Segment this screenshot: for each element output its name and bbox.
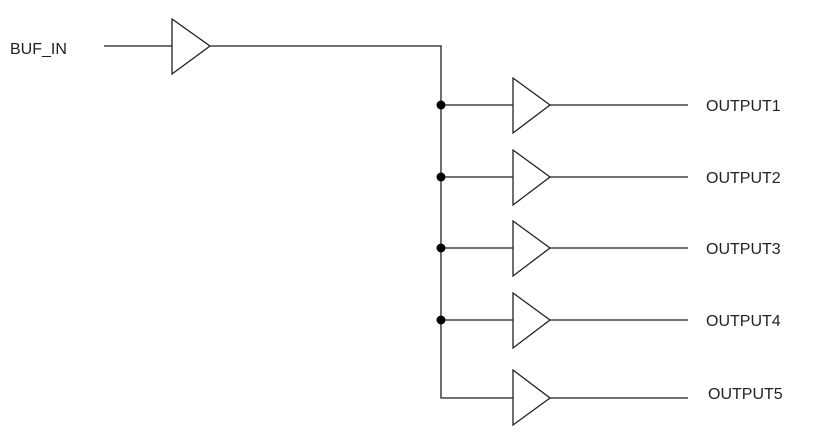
bus-feed-wire: [210, 45, 513, 399]
input-buffer: [171, 17, 212, 76]
output-label: OUTPUT1: [706, 98, 781, 115]
output-buffer: [512, 76, 552, 135]
junction-dot: [436, 100, 446, 110]
output-buffer: [512, 291, 552, 350]
output-label: OUTPUT3: [706, 241, 781, 258]
output-buffer: [512, 148, 552, 207]
output-label: OUTPUT5: [708, 386, 783, 403]
output-branch-1: OUTPUT1: [436, 76, 781, 135]
junction-dot: [436, 172, 446, 182]
output-branch-4: OUTPUT4: [436, 291, 781, 350]
output-label: OUTPUT4: [706, 313, 781, 330]
output-label: OUTPUT2: [706, 170, 781, 187]
junction-dot: [436, 315, 446, 325]
output-branch-3: OUTPUT3: [436, 219, 781, 278]
output-buffer: [512, 368, 552, 427]
output-buffer: [512, 219, 552, 278]
output-branch-5: OUTPUT5: [512, 368, 783, 427]
output-branch-2: OUTPUT2: [436, 148, 781, 207]
input-label: BUF_IN: [10, 41, 67, 58]
junction-dot: [436, 243, 446, 253]
